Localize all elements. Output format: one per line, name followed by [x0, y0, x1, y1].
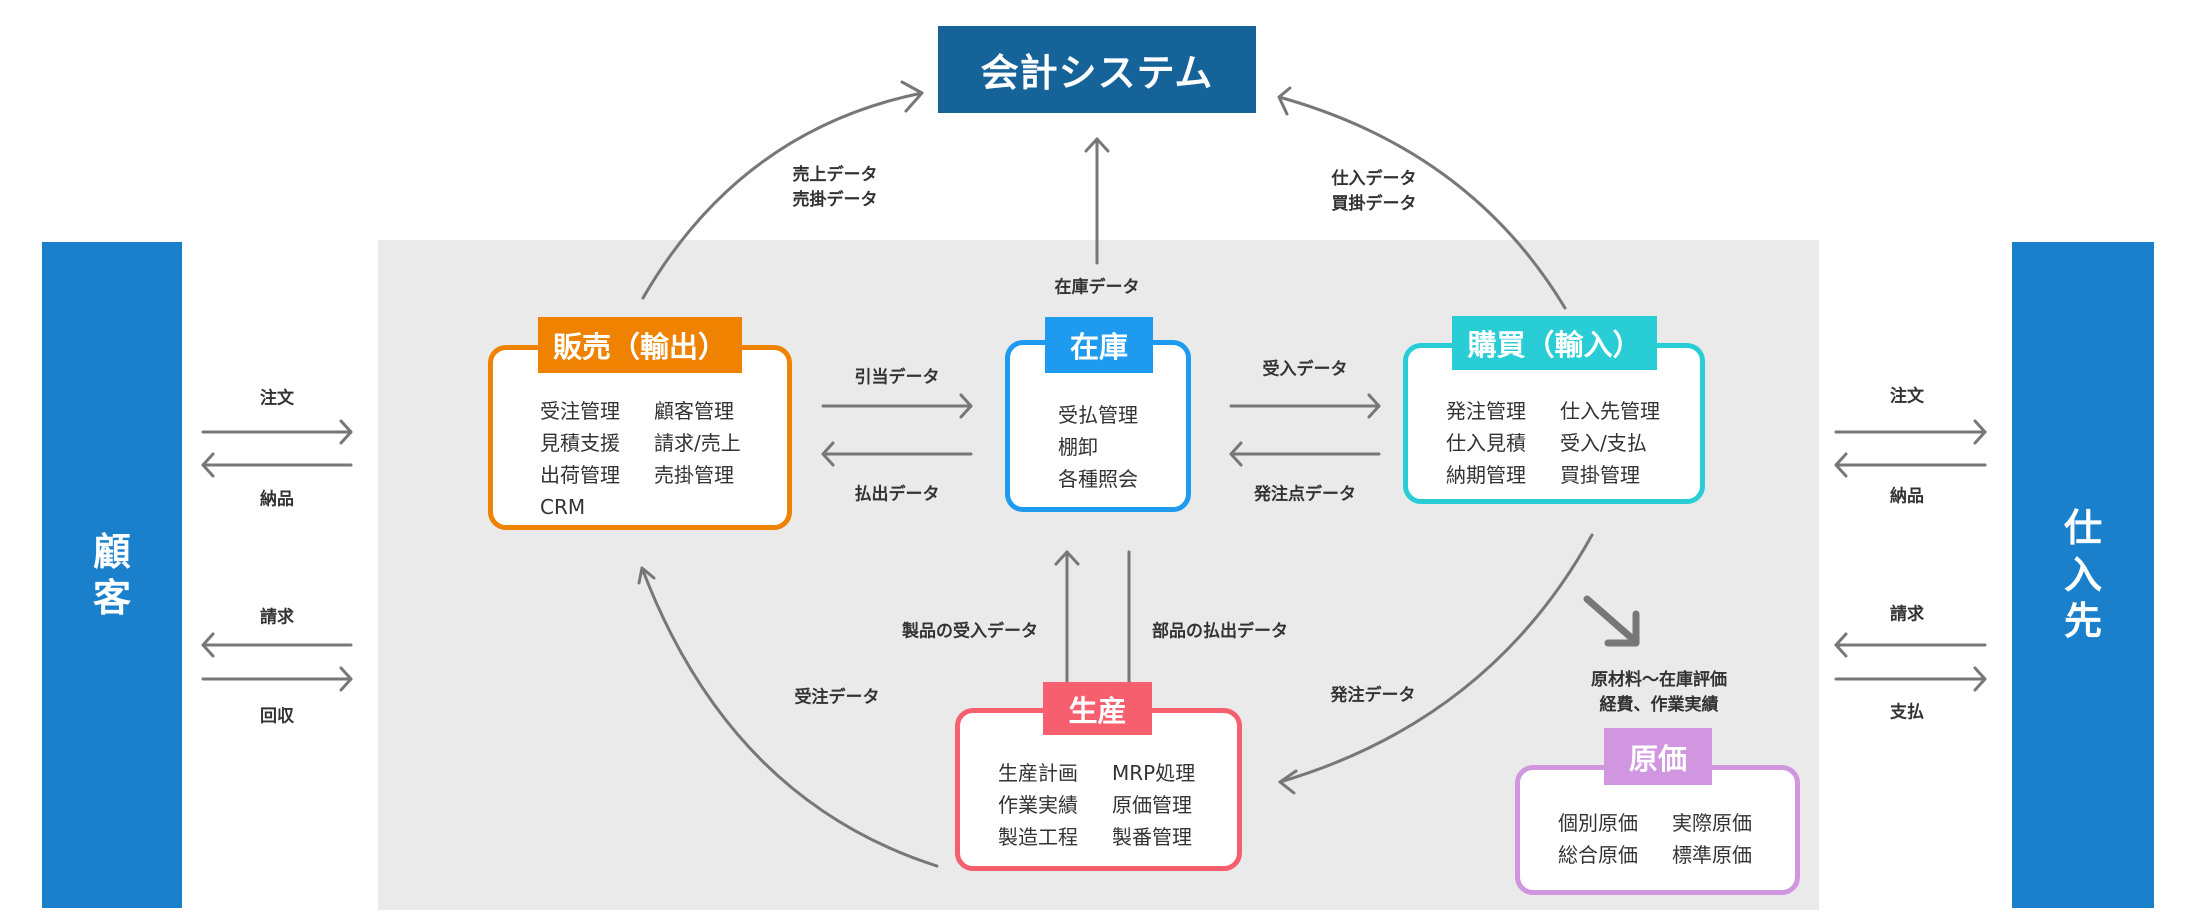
production-items: 生産計画 MRP処理 作業実績 原価管理 製造工程 製番管理 — [998, 757, 1195, 853]
purchasing-items: 発注管理 仕入先管理 仕入見積 受入/支払 納期管理 買掛管理 — [1446, 395, 1660, 491]
label-purchasing-to-inventory: 発注点データ — [1254, 484, 1356, 505]
label-inventory-to-purchasing: 受入データ — [1262, 359, 1348, 380]
module-item: 標準原価 — [1672, 843, 1752, 867]
module-item: 実際原価 — [1672, 811, 1752, 835]
purchasing-module-title: 購買（輸入） — [1452, 316, 1657, 370]
label-customer-delivery: 納品 — [260, 489, 294, 510]
label-supplier-billing: 請求 — [1890, 604, 1924, 625]
label-customer-billing: 請求 — [260, 607, 294, 628]
module-item: 発注管理 — [1446, 399, 1526, 423]
sales-items: 受注管理 顧客管理 見積支援 請求/売上 出荷管理 売掛管理 CRM — [540, 395, 741, 523]
cost-module: 個別原価 実際原価 総合原価 標準原価 — [1515, 765, 1800, 895]
label-supplier-order: 注文 — [1890, 386, 1924, 407]
module-item: 仕入先管理 — [1560, 399, 1660, 423]
arrowhead — [1973, 666, 1987, 692]
module-item: 見積支援 — [540, 431, 620, 455]
label-purchasing-to-production: 発注データ — [1330, 685, 1416, 706]
label-sales-to-accounting: 売上データ 売掛データ — [793, 163, 878, 213]
flow-label-line: 仕入データ — [1331, 169, 1417, 189]
flow-label-line: 経費、作業実績 — [1599, 695, 1719, 715]
label-to-cost: 原材料～在庫評価 経費、作業実績 — [1591, 668, 1727, 718]
label-inventory-to-production: 部品の払出データ — [1152, 621, 1288, 642]
label-inventory-to-sales: 払出データ — [854, 484, 940, 505]
module-item: 生産計画 — [998, 761, 1078, 785]
flow-label-line: 原材料～在庫評価 — [1591, 670, 1727, 690]
module-item: 買掛管理 — [1560, 463, 1640, 487]
module-item: 出荷管理 — [540, 463, 620, 487]
label-supplier-payment: 支払 — [1890, 702, 1924, 723]
module-item: 棚卸 — [1058, 435, 1098, 459]
arrowhead — [201, 632, 215, 658]
module-item: 納期管理 — [1446, 463, 1526, 487]
module-item: CRM — [540, 495, 586, 519]
inventory-module: 受払管理 棚卸 各種照会 — [1005, 340, 1191, 512]
label-sales-to-inventory: 引当データ — [854, 367, 940, 388]
module-item: MRP処理 — [1112, 761, 1196, 785]
module-item: 総合原価 — [1558, 843, 1638, 867]
module-item: 製番管理 — [1112, 825, 1192, 849]
label-customer-collection: 回収 — [260, 706, 294, 727]
flow-label-line: 売掛データ — [792, 190, 878, 210]
module-item: 受注管理 — [540, 399, 620, 423]
arrowhead — [1973, 419, 1987, 445]
module-item: 顧客管理 — [654, 399, 734, 423]
module-item: 作業実績 — [998, 793, 1078, 817]
module-item: 請求/売上 — [654, 431, 741, 455]
cost-module-title: 原価 — [1604, 728, 1712, 785]
module-item: 各種照会 — [1058, 467, 1138, 491]
inventory-module-title: 在庫 — [1045, 317, 1153, 373]
label-inventory-to-accounting: 在庫データ — [1054, 277, 1140, 298]
production-module-title: 生産 — [1043, 682, 1152, 735]
module-item: 仕入見積 — [1446, 431, 1526, 455]
cost-items: 個別原価 実際原価 総合原価 標準原価 — [1558, 807, 1752, 871]
supplier-label-char: 先 — [2063, 599, 2102, 644]
sales-module-title: 販売（輸出） — [538, 317, 742, 373]
customer-label-char: 顧 — [92, 529, 131, 574]
module-item: 原価管理 — [1112, 793, 1192, 817]
arrowhead — [339, 666, 353, 692]
arrowhead — [1834, 632, 1848, 658]
flow-label-line: 売上データ — [792, 165, 878, 185]
customer-label-char: 客 — [92, 576, 131, 620]
flow-label-line: 買掛データ — [1331, 194, 1417, 214]
sales-module: 受注管理 顧客管理 見積支援 請求/売上 出荷管理 売掛管理 CRM — [488, 345, 792, 530]
production-module: 生産計画 MRP処理 作業実績 原価管理 製造工程 製番管理 — [955, 708, 1242, 871]
module-item: 売掛管理 — [654, 463, 734, 487]
accounting-system-title: 会計システム — [980, 51, 1214, 95]
label-purchasing-to-accounting: 仕入データ 買掛データ — [1332, 167, 1417, 217]
inventory-items: 受払管理 棚卸 各種照会 — [1058, 399, 1138, 495]
customer-box: 顧 客 — [42, 242, 182, 908]
supplier-label-char: 仕 — [2063, 506, 2102, 551]
supplier-box: 仕 入 先 — [2012, 242, 2154, 908]
arrowhead — [201, 452, 215, 478]
label-supplier-delivery: 納品 — [1890, 486, 1924, 507]
arrowhead — [1084, 137, 1110, 153]
module-item: 個別原価 — [1558, 811, 1638, 835]
label-customer-order: 注文 — [260, 388, 294, 409]
module-item: 製造工程 — [998, 825, 1078, 849]
module-item: 受入/支払 — [1560, 431, 1647, 455]
supplier-label-char: 入 — [2063, 552, 2102, 597]
arrowhead — [900, 80, 924, 113]
module-item: 受払管理 — [1058, 403, 1138, 427]
arrowhead — [339, 419, 353, 445]
arrowhead — [1277, 86, 1292, 116]
arrowhead — [1834, 452, 1848, 478]
label-production-to-sales: 受注データ — [794, 687, 880, 708]
label-production-to-inventory: 製品の受入データ — [902, 621, 1038, 642]
accounting-system-box: 会計システム — [938, 26, 1256, 113]
